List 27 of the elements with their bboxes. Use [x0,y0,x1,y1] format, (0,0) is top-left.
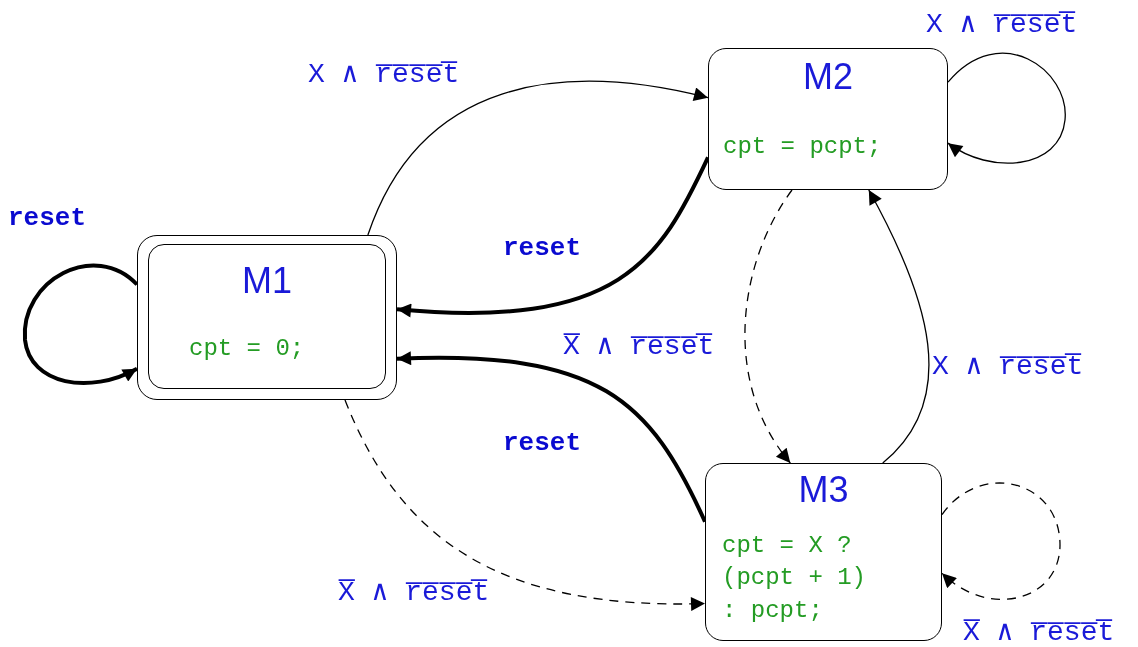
self-loop-arrow [947,52,1066,164]
transition-label: X̅ ∧ r̅e̅s̅e̅t̅ [338,576,490,610]
state-box [705,463,942,641]
state-name: M3 [797,472,850,508]
state-box [708,48,948,190]
transition-label: X ∧ r̅e̅s̅e̅t̅ [926,8,1078,42]
transition-arrow [367,80,709,236]
transition-label: X̅ ∧ r̅e̅s̅e̅t̅ [563,330,715,364]
state-action: cpt = pcpt; [723,132,883,162]
transition-label: reset [8,203,86,235]
self-loop-arrow [941,482,1061,600]
transition-arrow [744,189,793,464]
transition-label: X̅ ∧ r̅e̅s̅e̅t̅ [963,616,1115,647]
state-box [137,235,397,400]
transition-label: X ∧ r̅e̅s̅e̅t̅ [308,58,460,92]
state-action: cpt = X ? (pcpt + 1) : pcpt; [722,531,868,626]
transition-label: X ∧ r̅e̅s̅e̅t̅ [932,350,1084,384]
transition-arrow [396,156,710,318]
transition-label: reset [503,233,581,265]
state-action: cpt = 0; [189,334,306,364]
state-name: M2 [802,59,854,95]
transition-arrow [396,351,707,523]
self-loop-arrow [23,263,139,385]
state-name: M1 [241,263,293,299]
transition-label: reset [503,428,581,460]
transition-arrow [344,399,706,611]
transition-arrow [868,189,930,464]
